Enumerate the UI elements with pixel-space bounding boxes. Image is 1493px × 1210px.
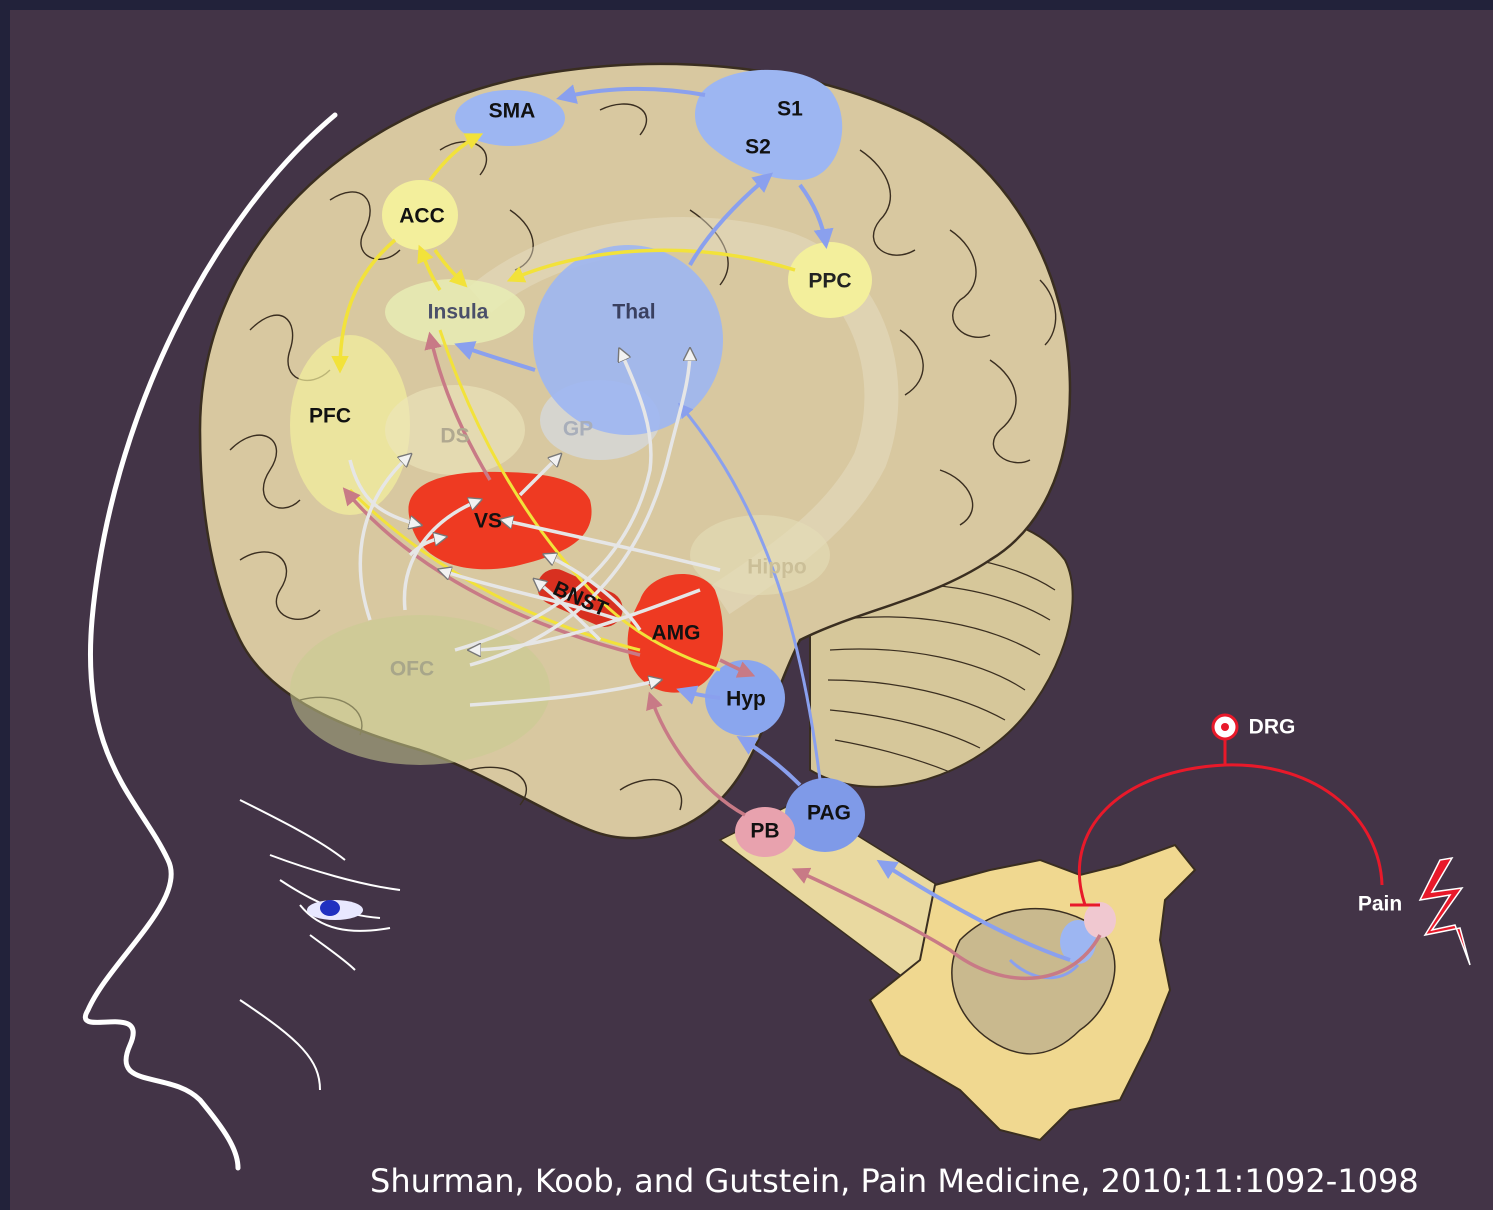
label-s1: S1	[777, 98, 803, 121]
label-ppc: PPC	[808, 270, 851, 293]
label-pag: PAG	[807, 802, 851, 825]
label-thal: Thal	[612, 301, 655, 324]
label-ds: DS	[440, 425, 469, 448]
label-drg: DRG	[1249, 716, 1296, 739]
thal-region	[533, 245, 723, 435]
label-amg: AMG	[652, 622, 701, 645]
iris-icon	[320, 900, 340, 916]
label-pb: PB	[750, 820, 779, 843]
label-gp: GP	[563, 418, 593, 441]
label-pfc: PFC	[309, 405, 351, 428]
label-pain: Pain	[1358, 893, 1402, 916]
label-hyp: Hyp	[726, 688, 766, 711]
dorsal-horn-pink	[1084, 902, 1116, 938]
label-acc: ACC	[399, 205, 445, 228]
label-sma: SMA	[489, 100, 536, 123]
label-vs: VS	[474, 510, 502, 533]
citation: Shurman, Koob, and Gutstein, Pain Medici…	[370, 1162, 1470, 1200]
label-ofc: OFC	[390, 658, 434, 681]
label-hippo: Hippo	[747, 556, 806, 579]
drg-ganglion-icon	[1213, 715, 1237, 739]
ofc-region	[290, 615, 550, 765]
label-insula: Insula	[428, 301, 489, 324]
label-s2: S2	[745, 136, 771, 159]
